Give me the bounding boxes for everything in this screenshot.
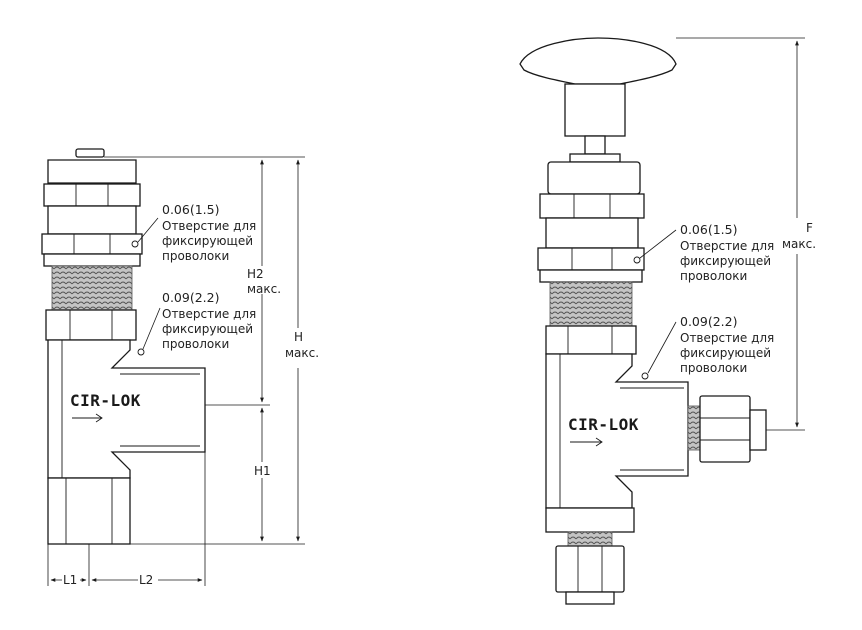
right-hole-bottom-note: 0.09(2.2) Отверстие для фиксирующей пров… (680, 314, 774, 375)
svg-text:фиксирующей: фиксирующей (162, 234, 253, 248)
right-flow-arrow-icon (570, 437, 603, 447)
svg-text:Отверстие для: Отверстие для (680, 331, 774, 345)
left-logo: CIR-LOK (70, 391, 141, 410)
left-hole-bottom-leader (142, 307, 161, 350)
svg-text:фиксирующей: фиксирующей (162, 322, 253, 336)
svg-text:Отверстие для: Отверстие для (680, 239, 774, 253)
right-hole-top-note: 0.06(1.5) Отверстие для фиксирующей пров… (680, 222, 774, 283)
svg-text:Отверстие для: Отверстие для (162, 307, 256, 321)
svg-text:проволоки: проволоки (162, 337, 229, 351)
svg-text:проволоки: проволоки (680, 269, 747, 283)
svg-text:фиксирующей: фиксирующей (680, 254, 771, 268)
left-dim-h-label: H макс. (284, 328, 326, 368)
svg-text:фиксирующей: фиксирующей (680, 346, 771, 360)
svg-text:F: F (806, 221, 813, 235)
svg-text:макс.: макс. (247, 282, 281, 296)
right-hole-top-leader (639, 229, 677, 259)
svg-text:H1: H1 (254, 464, 271, 478)
svg-text:Отверстие для: Отверстие для (162, 219, 256, 233)
svg-text:проволоки: проволоки (162, 249, 229, 263)
left-dim-l2-label: L2 (138, 573, 158, 587)
svg-text:H: H (294, 330, 303, 344)
left-valve-drawing (41, 148, 206, 545)
left-dim-h1-label: H1 (252, 462, 272, 478)
left-flow-arrow-icon (72, 413, 103, 423)
svg-text:H2: H2 (247, 267, 264, 281)
right-valve-drawing (519, 37, 767, 605)
right-dim-f-label: F макс. (780, 218, 824, 254)
left-hole-bottom-note: 0.09(2.2) Отверстие для фиксирующей пров… (162, 290, 256, 351)
svg-text:макс.: макс. (782, 237, 816, 251)
right-hole-bottom-leader (647, 321, 677, 374)
left-dim-h2-label: H2 макс. (244, 266, 284, 296)
left-hole-top-note: 0.06(1.5) Отверстие для фиксирующей пров… (162, 202, 256, 263)
svg-text:L1: L1 (63, 573, 77, 587)
svg-text:L2: L2 (139, 573, 153, 587)
svg-text:0.09(2.2): 0.09(2.2) (162, 290, 219, 305)
left-dim-l1-label: L1 (62, 573, 80, 587)
svg-text:0.06(1.5): 0.06(1.5) (162, 202, 219, 217)
left-hole-top-leader (137, 217, 159, 243)
svg-text:макс.: макс. (285, 346, 319, 360)
svg-text:0.06(1.5): 0.06(1.5) (680, 222, 737, 237)
right-logo: CIR-LOK (568, 415, 639, 434)
svg-text:0.09(2.2): 0.09(2.2) (680, 314, 737, 329)
svg-text:проволоки: проволоки (680, 361, 747, 375)
